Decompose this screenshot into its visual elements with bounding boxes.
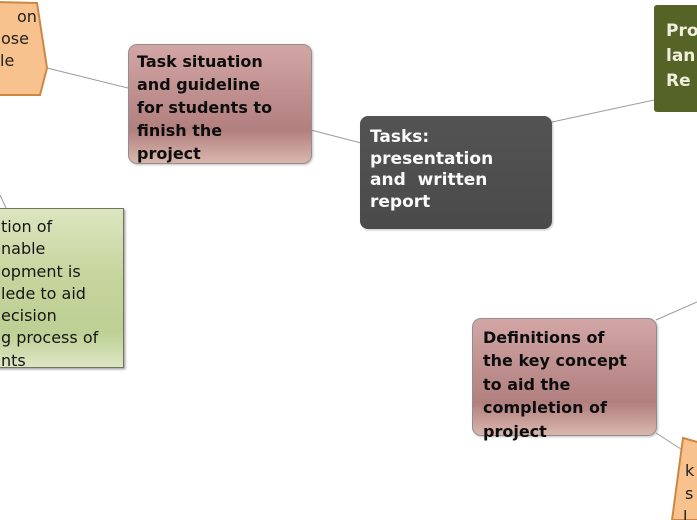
node-text-line: presentation <box>370 148 494 169</box>
connector-intro-to-task-situation <box>46 67 129 89</box>
node-text-line: le <box>0 51 15 70</box>
node-text-line: lan <box>666 46 696 66</box>
node-text-line: and guideline <box>137 75 261 94</box>
node-text-line: Tasks: <box>370 127 430 147</box>
node-text-line: Definitions of <box>483 328 605 347</box>
node-text-line: ose <box>1 29 29 48</box>
hexagon-shape <box>670 436 697 520</box>
node-text-line: Re <box>666 71 691 91</box>
node-project-language[interactable]: Pro lan Re <box>654 5 697 112</box>
node-text-line: report <box>370 192 431 213</box>
connector-definitions-to-offscreen-right <box>655 301 697 321</box>
node-text-line: tion of <box>1 217 53 236</box>
node-key-hexagon[interactable] <box>660 430 697 520</box>
node-text-line: Pro <box>666 21 697 41</box>
connector-tasks-to-project-language <box>551 99 655 123</box>
node-text-line: nable <box>1 239 46 259</box>
node-text-line: l <box>683 507 688 520</box>
node-text-line: finish the <box>137 121 223 140</box>
node-task-situation[interactable]: Task situation and guideline for student… <box>128 44 312 164</box>
node-text-line: completion of <box>483 398 607 418</box>
node-text-line: and written <box>370 170 488 191</box>
node-definitions-key-concept[interactable]: Definitions of the key concept to aid th… <box>472 318 657 441</box>
node-key-hexagon-text: k s l <box>683 459 694 520</box>
node-text-line: nts <box>1 350 26 370</box>
node-text-line: lede to aid <box>1 283 86 303</box>
node-intro-hexagon-text: on ose le <box>0 6 37 72</box>
node-text-line: opment is <box>1 261 81 281</box>
connector-definitions-to-key-hexagon <box>655 432 685 452</box>
node-text-line: s <box>685 484 694 503</box>
hexagon-shape <box>0 1 49 96</box>
connector-task-situation-to-tasks <box>310 129 362 144</box>
node-text-line: to aid the <box>483 374 571 394</box>
node-text-line: ecision <box>1 306 57 326</box>
node-definition-sustainable[interactable]: tion of nable opment is lede to aid ecis… <box>0 208 124 370</box>
node-text-line: project <box>137 144 201 163</box>
node-text-line: for students to <box>137 98 273 117</box>
node-text-line: on <box>17 7 37 26</box>
node-tasks-center[interactable]: Tasks: presentation and written report <box>360 116 552 229</box>
node-intro-hexagon[interactable] <box>0 0 60 100</box>
connector-offscreen-to-definition-box <box>0 194 7 209</box>
node-text-line: g process of <box>1 328 99 348</box>
node-text-line: project <box>483 421 547 441</box>
node-text-line: Task situation <box>137 52 263 71</box>
node-text-line: k <box>685 461 695 480</box>
node-text-line: the key concept <box>483 351 627 371</box>
